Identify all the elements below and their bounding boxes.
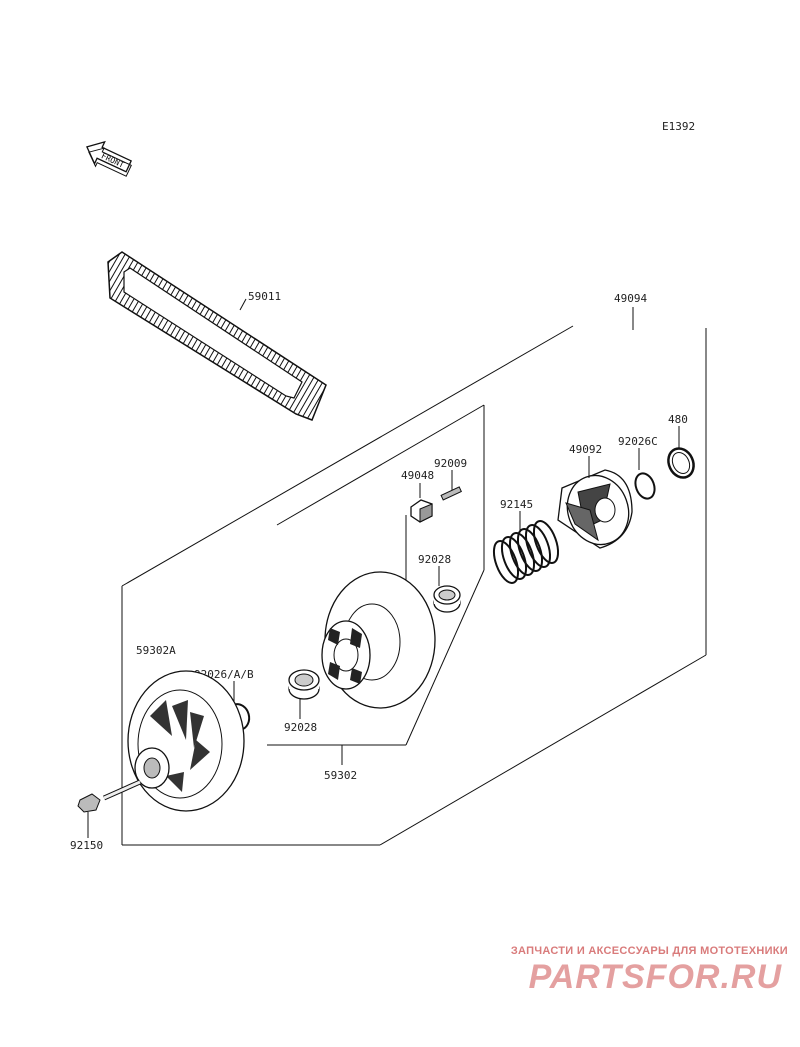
small-bolt bbox=[440, 486, 462, 501]
drive-belt bbox=[107, 251, 327, 421]
label-cam-ring: 480 bbox=[668, 413, 688, 426]
label-bushing-upper: 92028 bbox=[418, 553, 451, 566]
movable-sheave bbox=[321, 571, 436, 709]
fixed-sheave bbox=[127, 670, 245, 812]
washer-c bbox=[634, 472, 656, 500]
assembly-frame-outer bbox=[121, 325, 707, 846]
slider-block bbox=[410, 499, 433, 523]
label-movable-sheave: 59302 bbox=[324, 769, 357, 782]
watermark-logo: PARTSFOR.RU bbox=[528, 958, 782, 996]
belt-leader bbox=[239, 298, 247, 311]
label-driven-pulley-assy: 49094 bbox=[614, 292, 647, 305]
assembly-frame-inner bbox=[267, 404, 485, 746]
spring bbox=[492, 520, 560, 584]
watermark-tagline: ЗАПЧАСТИ И АКСЕССУАРЫ ДЛЯ МОТОТЕХНИКИ bbox=[510, 945, 788, 957]
label-fixed-sheave: 59302A bbox=[136, 644, 176, 657]
pulley-bolt bbox=[77, 779, 142, 813]
label-bolt: 92150 bbox=[70, 839, 103, 852]
diagram-ref-code: E1392 bbox=[662, 120, 695, 133]
label-small-bolt: 92009 bbox=[434, 457, 467, 470]
label-spring: 92145 bbox=[500, 498, 533, 511]
torque-cam bbox=[557, 469, 633, 549]
label-slider: 49048 bbox=[401, 469, 434, 482]
front-arrow-icon: FRONT bbox=[86, 140, 133, 177]
label-cam: 49092 bbox=[569, 443, 602, 456]
label-bushing-lower: 92028 bbox=[284, 721, 317, 734]
bushing-lower bbox=[288, 669, 320, 700]
label-washer-c: 92026C bbox=[618, 435, 658, 448]
label-belt: 59011 bbox=[248, 290, 281, 303]
cam-ring bbox=[667, 447, 695, 479]
bushing-upper bbox=[433, 585, 461, 613]
